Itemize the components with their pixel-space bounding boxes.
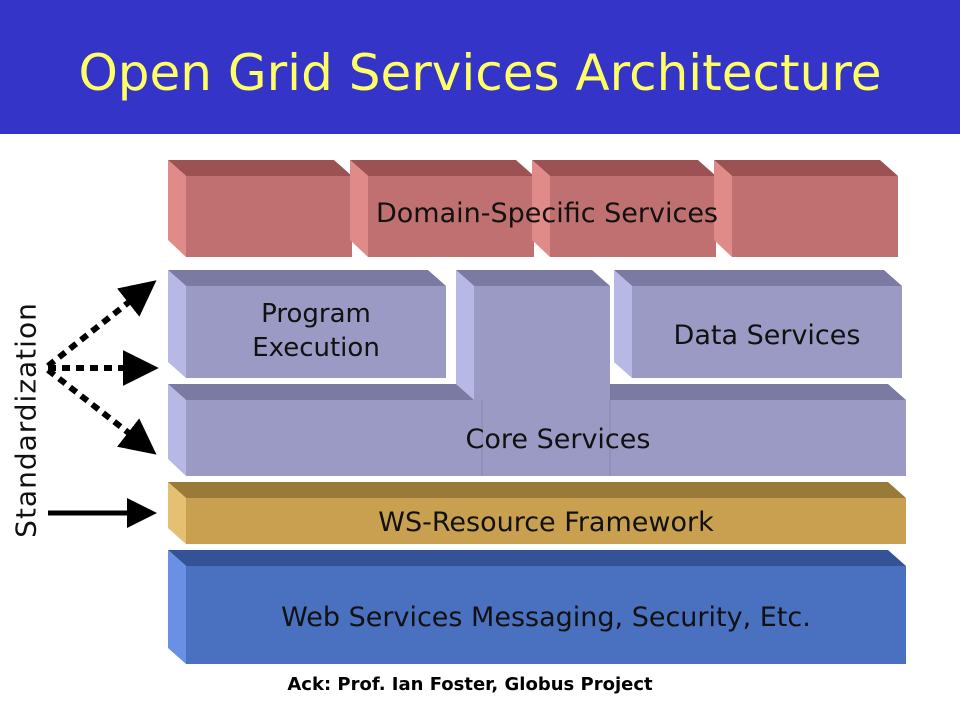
domain-block-2 — [350, 160, 534, 257]
web-services-messaging-block — [168, 550, 906, 664]
domain-specific-services-label: Domain-Specific Services — [375, 197, 719, 229]
domain-block-3 — [532, 160, 716, 257]
domain-block-4 — [714, 160, 898, 257]
ws-resource-framework-label: WS-Resource Framework — [378, 506, 714, 538]
domain-specific-layer — [168, 160, 898, 257]
web-services-messaging-label: Web Services Messaging, Security, Etc. — [281, 601, 811, 633]
dotted-arrow-down — [46, 367, 157, 455]
data-services-label: Data Services — [673, 319, 861, 351]
program-execution-block — [168, 270, 446, 378]
core-services-label: Core Services — [465, 423, 651, 455]
dotted-arrow-up — [46, 280, 157, 369]
domain-block-1 — [168, 160, 352, 257]
title-bar — [0, 0, 960, 134]
standardization-arrows — [46, 280, 159, 528]
ws-resource-framework-block — [168, 482, 906, 544]
program-execution-label: Program Execution — [252, 299, 380, 363]
acknowledgement: Ack: Prof. Ian Foster, Globus Project — [287, 674, 653, 695]
standardization-label: Standardization — [9, 302, 43, 538]
data-services-block — [614, 270, 902, 378]
page-title: Open Grid Services Architecture — [78, 44, 882, 102]
core-pillar-block — [456, 270, 611, 476]
